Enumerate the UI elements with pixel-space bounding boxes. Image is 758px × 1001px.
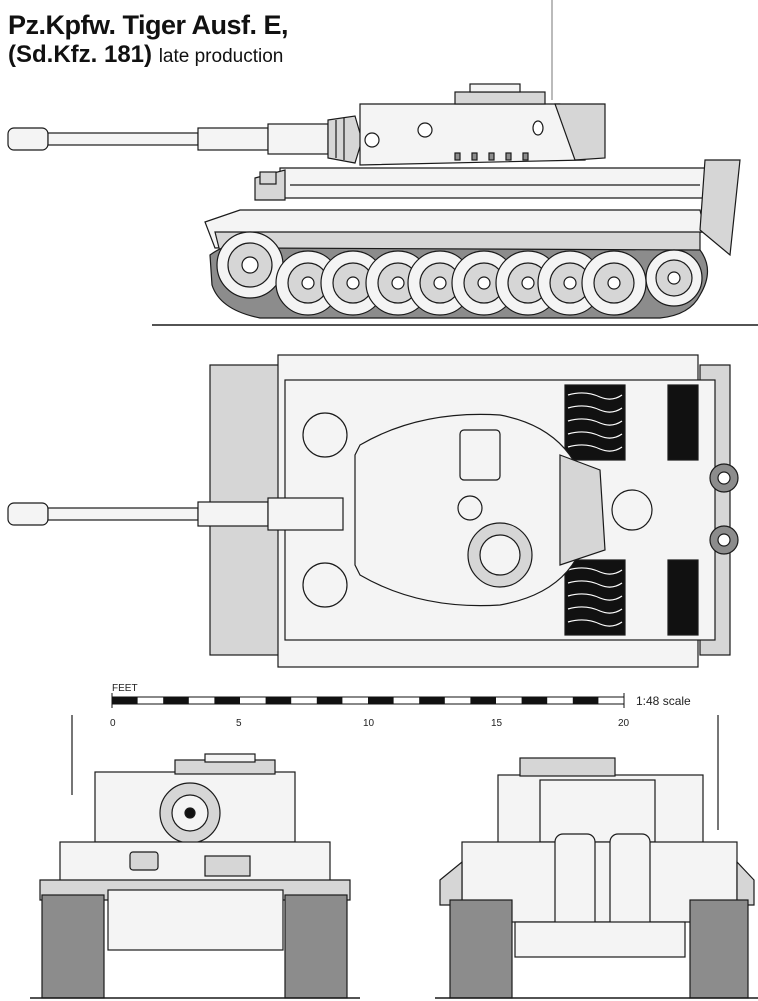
scale-tick-10: 10 <box>363 718 375 729</box>
top-gun <box>7 497 344 531</box>
variant: late production <box>158 46 284 67</box>
scale-bar <box>111 693 625 708</box>
scale-segment <box>163 697 189 704</box>
tank-title: Pz.Kpfw. Tiger Ausf. E, <box>8 10 289 40</box>
side-road-wheels <box>275 249 703 316</box>
scale-label: 1:48 scale <box>636 694 691 708</box>
exhausts <box>709 463 739 555</box>
side-turret <box>359 83 606 166</box>
top-view <box>7 354 739 668</box>
side-gun <box>7 115 363 164</box>
scale-tick-5: 5 <box>236 718 242 729</box>
side-hull <box>204 159 741 261</box>
scale-segment <box>419 697 445 704</box>
rear-view <box>435 715 758 999</box>
top-turret <box>354 413 606 607</box>
scale-unit: FEET <box>112 683 138 694</box>
scale-segment <box>521 697 548 704</box>
scale-segment <box>368 697 394 704</box>
front-view <box>30 715 360 999</box>
designation: (Sd.Kfz. 181) <box>8 41 153 68</box>
scale-tick-15: 15 <box>491 718 503 729</box>
side-sprocket <box>216 231 284 299</box>
scale-segment <box>214 697 240 704</box>
scale-segment <box>265 697 292 704</box>
side-view <box>7 0 758 326</box>
tank-subtitle: (Sd.Kfz. 181) late production <box>8 40 288 72</box>
scale-segment <box>112 697 138 704</box>
scale-segment <box>470 697 496 704</box>
scale-tick-0: 0 <box>110 718 116 729</box>
title-block: Pz.Kpfw. Tiger Ausf. E, (Sd.Kfz. 181) la… <box>8 10 289 72</box>
scale-segment <box>572 697 599 704</box>
scale-segment <box>316 697 343 704</box>
scale-tick-20: 20 <box>618 718 630 729</box>
